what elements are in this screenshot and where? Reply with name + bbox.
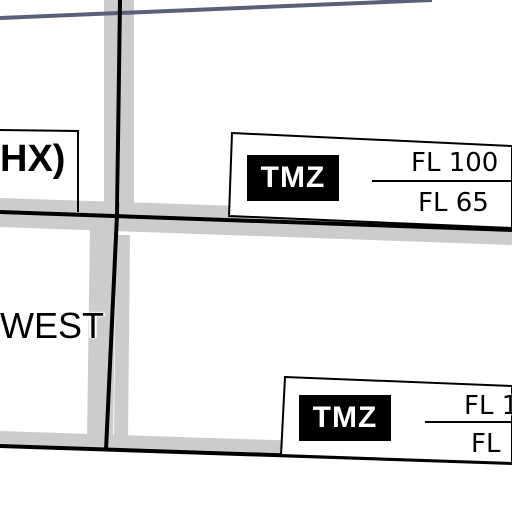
halo-horizontal-upper-below	[0, 213, 512, 245]
top-boundary-line	[0, 0, 433, 20]
limit-divider	[372, 180, 512, 182]
limit-divider	[425, 421, 512, 423]
area-name-label: WEST	[0, 305, 104, 346]
boundary-vertical-upper	[115, 0, 122, 216]
halo-vertical-right-inner-lower	[114, 234, 130, 441]
boundary-vertical-lower	[104, 214, 119, 451]
boundary-horizontal-upper	[0, 210, 512, 232]
upper-limit-label: FL 1	[464, 391, 512, 421]
airspace-suffix-label: HX)	[0, 138, 66, 180]
frame-hx	[0, 129, 79, 212]
halo-vertical-left-inner	[87, 224, 104, 441]
upper-limit-label: FL 100	[411, 148, 499, 178]
tmz-badge: TMZ	[299, 395, 391, 441]
tmz-badge: TMZ	[247, 155, 339, 201]
lower-limit-label: FL	[471, 429, 501, 459]
lower-limit-label: FL 65	[418, 188, 489, 218]
